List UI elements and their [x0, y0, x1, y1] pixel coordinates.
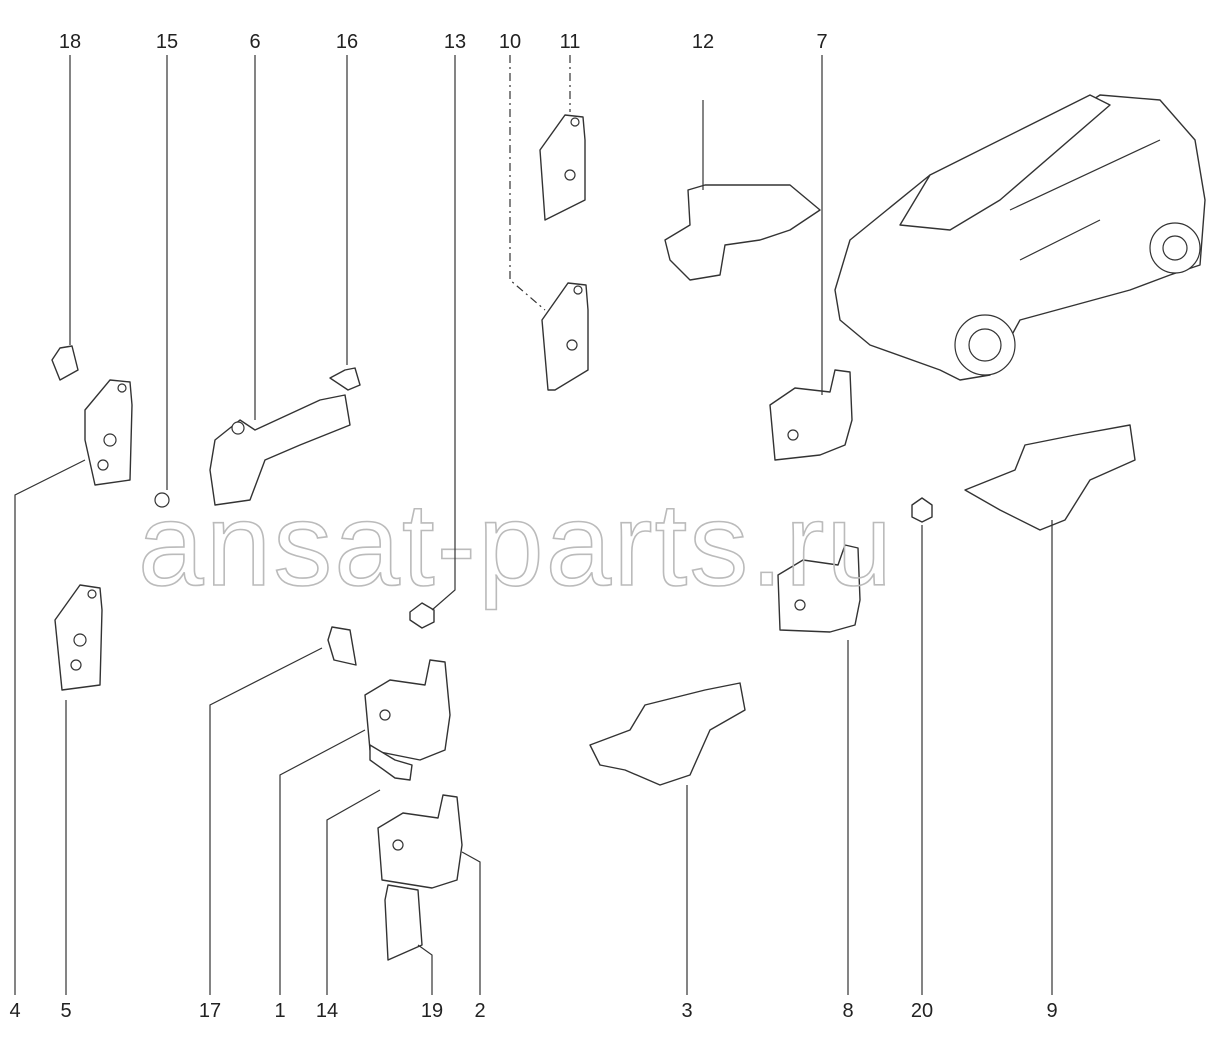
part-12-door-check — [664, 184, 821, 281]
leader-line-19 — [417, 944, 433, 995]
callout-15: 15 — [156, 31, 178, 53]
part-20-nut — [911, 497, 933, 523]
part-2-hinge — [377, 794, 463, 889]
part-10-hinge-half — [541, 282, 589, 391]
leader-line-4 — [14, 459, 86, 995]
leader-line-13 — [431, 55, 456, 611]
callout-18: 18 — [59, 31, 81, 53]
callout-8: 8 — [842, 1000, 853, 1022]
callout-14: 14 — [316, 1000, 338, 1022]
callout-2: 2 — [474, 1000, 485, 1022]
part-13-nut — [409, 602, 435, 629]
callout-5: 5 — [60, 1000, 71, 1022]
callout-12: 12 — [692, 31, 714, 53]
callout-17: 17 — [199, 1000, 221, 1022]
part-19-shim — [384, 884, 423, 961]
leader-line-10 — [509, 55, 546, 311]
leader-line-1 — [279, 729, 366, 995]
part-16-bolt — [329, 367, 361, 391]
leader-line-14 — [326, 789, 381, 995]
callout-10: 10 — [499, 31, 521, 53]
car-illustration — [834, 94, 1206, 381]
callout-11: 11 — [560, 31, 581, 53]
part-4-hinge-half — [84, 379, 133, 486]
leader-line-2 — [461, 851, 481, 995]
callout-1: 1 — [274, 1000, 285, 1022]
callout-16: 16 — [336, 31, 358, 53]
callout-19: 19 — [421, 1000, 443, 1022]
callout-4: 4 — [9, 1000, 20, 1022]
part-14-bolt — [369, 744, 413, 781]
leader-line-17 — [209, 647, 323, 995]
callout-7: 7 — [816, 31, 827, 53]
part-18-shim — [51, 345, 79, 381]
callout-20: 20 — [911, 1000, 933, 1022]
part-6-door-check — [209, 394, 351, 506]
callout-9: 9 — [1046, 1000, 1057, 1022]
callout-6: 6 — [249, 31, 260, 53]
part-7-hinge — [769, 369, 853, 461]
part-17-shim — [327, 626, 357, 666]
hinge-parts — [51, 114, 1136, 961]
part-1-hinge — [364, 659, 451, 761]
callout-13: 13 — [444, 31, 466, 53]
part-15-nut — [154, 492, 170, 508]
watermark: ansat-parts.ru — [138, 479, 894, 611]
part-9-door-check — [964, 424, 1136, 531]
callout-3: 3 — [681, 1000, 692, 1022]
part-11-hinge-half — [539, 114, 586, 221]
part-3-door-check — [589, 682, 746, 786]
